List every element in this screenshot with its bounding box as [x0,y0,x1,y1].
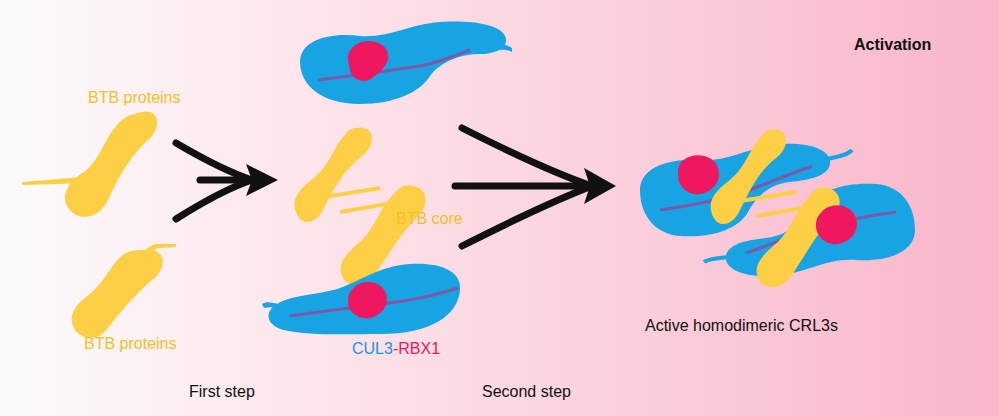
cul3-rbx1 [300,22,512,104]
rbx1-label: -RBX1 [393,339,440,358]
cul3-label: CUL3 [352,339,393,358]
heading: Activation [854,35,931,54]
active-crl3-complex [640,129,915,287]
step-label: First step [189,382,255,401]
btb-core [295,127,426,285]
core-label: BTB core [396,209,463,228]
protein-label: BTB proteins [84,334,176,353]
complex-label: Active homodimeric CRL3s [645,316,838,335]
arrowhead [584,168,616,204]
step-arrow [455,128,592,246]
protein-label: BTB proteins [88,88,180,107]
step-arrow [176,143,252,219]
btb-protein [22,111,176,337]
step-label: Second step [482,382,571,401]
cul3-rbx1 [262,264,460,335]
arrowhead [246,164,278,196]
